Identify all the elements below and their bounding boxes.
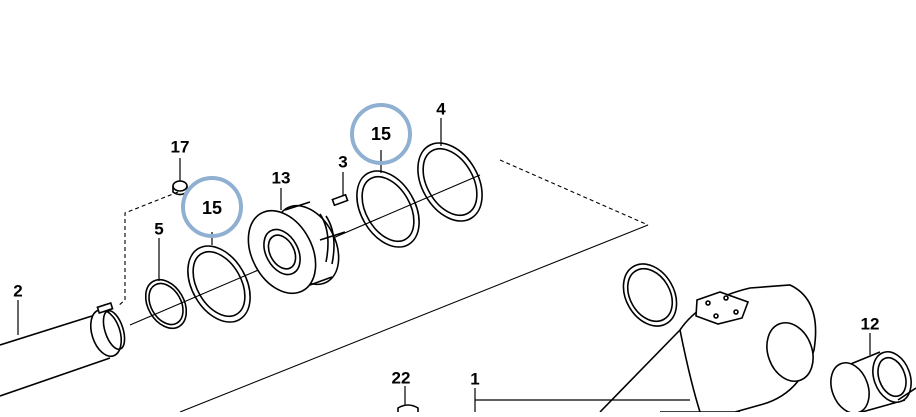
assembly-dashed-line-right (499, 159, 649, 226)
callout-3: 3 (338, 152, 348, 172)
highlight-circle-15a (181, 176, 243, 238)
callout-13: 13 (271, 168, 291, 188)
callout-15-right: 15 (370, 124, 392, 144)
callout-1: 1 (470, 369, 480, 389)
highlight-circle-15b (350, 103, 412, 165)
callout-12: 12 (860, 314, 880, 334)
part-13-piston (247, 201, 346, 295)
part-1-cylinder-tube (599, 284, 817, 413)
rod-outline-line (179, 224, 649, 413)
assembly-dashed-line-left (117, 191, 179, 307)
part-22-fitting (397, 404, 419, 412)
callout-15-left: 15 (201, 198, 223, 218)
edge-fragment (897, 387, 916, 401)
part-12-bushing (830, 351, 912, 414)
part-15-seal-ring-right (356, 170, 420, 248)
part-15-seal-ring-left (187, 245, 251, 323)
callout-4: 4 (436, 99, 446, 119)
callout-5: 5 (154, 219, 164, 239)
callout-22: 22 (391, 368, 411, 388)
barrel-o-ring (622, 263, 678, 327)
part-5-o-ring (144, 278, 188, 330)
callout-2: 2 (13, 281, 23, 301)
part-4-ring (417, 142, 483, 222)
callout-17: 17 (170, 137, 190, 157)
part-3-key (331, 193, 349, 207)
part-2-piston-rod (0, 301, 126, 397)
